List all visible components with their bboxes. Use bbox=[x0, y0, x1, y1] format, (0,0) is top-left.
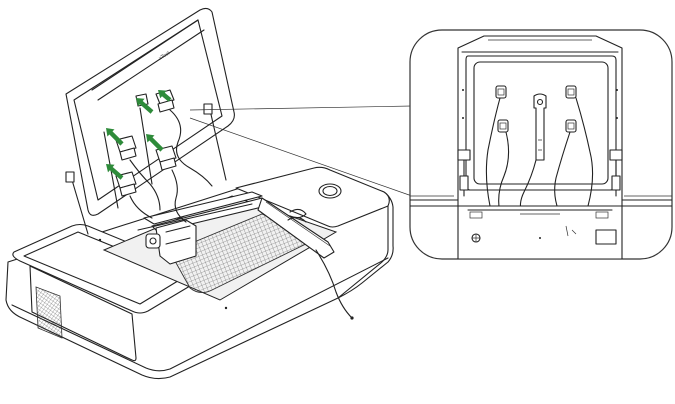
callout-module-top-right bbox=[565, 85, 577, 99]
callout-module-top-left bbox=[495, 85, 507, 99]
callout-module-mid-right bbox=[565, 119, 577, 133]
cable bbox=[315, 249, 353, 319]
control-knob bbox=[318, 183, 342, 199]
arrow-top-right bbox=[158, 90, 172, 102]
callout-hinge-right bbox=[609, 149, 623, 197]
callout-hinge-left bbox=[457, 149, 471, 197]
wire-3 bbox=[171, 169, 187, 223]
callout-module-mid-left bbox=[497, 119, 509, 133]
vent-grille bbox=[35, 286, 63, 339]
arrow-bottom-left bbox=[106, 164, 124, 180]
wire-4 bbox=[129, 195, 153, 219]
wire-2 bbox=[129, 159, 161, 211]
callout-panel bbox=[409, 29, 673, 260]
lid-brand-text: xTool bbox=[158, 50, 171, 61]
arrow-mid-left bbox=[106, 128, 124, 146]
work-area bbox=[98, 191, 354, 320]
wire-1 bbox=[169, 109, 213, 187]
arrow-top-left bbox=[136, 98, 154, 114]
arrow-mid-right bbox=[146, 134, 164, 152]
module-mid-left bbox=[115, 135, 137, 161]
honeycomb-bed bbox=[169, 213, 320, 293]
callout-center-arm bbox=[533, 93, 547, 161]
callout-connector bbox=[189, 105, 413, 197]
callout-fan-icon bbox=[471, 233, 481, 243]
direction-arrows bbox=[106, 90, 172, 180]
